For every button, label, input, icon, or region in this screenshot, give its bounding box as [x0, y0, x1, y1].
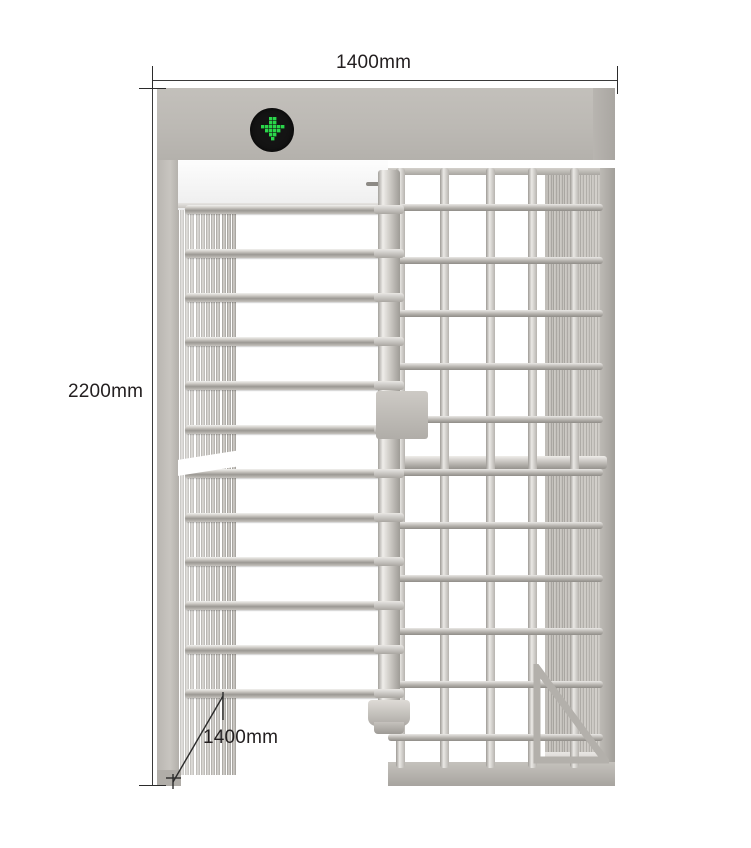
cage-horizontal-bar: [388, 363, 603, 370]
cage-frame-top: [388, 168, 615, 175]
rotor-bar: [185, 293, 390, 302]
canopy-right-face: [593, 88, 615, 160]
left-side-wall: [157, 150, 179, 786]
depth-dimension-line: [165, 690, 245, 790]
width-tick-right: [617, 66, 618, 94]
cage-vertical-post: [440, 168, 449, 768]
rotor-bar: [185, 205, 390, 214]
passage-ceiling: [178, 160, 388, 210]
rotor-collar: [374, 601, 404, 610]
cage-frame-right: [600, 168, 615, 786]
rotor-bar: [185, 469, 390, 478]
depth-dimension-label: 1400mm: [203, 727, 279, 748]
width-dimension-line: [152, 80, 618, 81]
height-dimension-label: 2200mm: [68, 381, 144, 402]
height-dimension-line: [152, 88, 153, 786]
rotor-bar: [185, 557, 390, 566]
rotor-center-post: [378, 170, 400, 730]
width-dimension-label: 1400mm: [336, 52, 412, 73]
cage-horizontal-bar: [388, 416, 603, 423]
cage-horizontal-bar: [388, 204, 603, 211]
height-tick-top: [139, 88, 166, 89]
rotor-collar: [374, 689, 404, 698]
height-tick-bottom: [139, 785, 166, 786]
rotor-collar: [374, 645, 404, 654]
rfid-reader-bracket: [376, 391, 428, 439]
rotor-bar: [185, 645, 390, 654]
corner-brace: [533, 664, 609, 764]
cage-horizontal-bar: [388, 734, 603, 741]
cage-horizontal-bar: [388, 628, 603, 635]
rotor-base-hub: [368, 700, 410, 726]
rotor-collar: [374, 249, 404, 258]
rotor-bar: [185, 689, 390, 698]
rotor-bar: [185, 381, 390, 390]
rotor-collar: [374, 557, 404, 566]
cage-horizontal-bar: [388, 522, 603, 529]
rotor-bar: [185, 425, 390, 434]
width-tick-left: [152, 66, 153, 94]
rotor-bar: [185, 601, 390, 610]
rotor-collar: [374, 337, 404, 346]
rotor-collar: [374, 205, 404, 214]
rotor-foot: [374, 722, 404, 734]
rotor-bar: [185, 249, 390, 258]
rotor-collar: [374, 381, 404, 390]
led-indicator-housing: [250, 108, 294, 152]
cage-vertical-post: [570, 168, 579, 768]
cage-horizontal-bar: [388, 469, 603, 476]
cage-horizontal-bar: [388, 575, 603, 582]
rotor-bar: [185, 337, 390, 346]
cage-vertical-post: [486, 168, 495, 768]
cage-horizontal-bar: [388, 310, 603, 317]
led-down-arrow-icon: [261, 117, 285, 141]
top-canopy: [157, 88, 615, 160]
cage-vertical-post: [528, 168, 537, 768]
rotor-bar: [185, 513, 390, 522]
rotor-collar: [374, 293, 404, 302]
rotor-collar: [374, 513, 404, 522]
rotor-collar: [374, 469, 404, 478]
cage-vertical-post: [396, 168, 405, 768]
left-rotor-wing: [185, 205, 390, 725]
cage-horizontal-bar: [388, 681, 603, 688]
cage-horizontal-bar: [388, 257, 603, 264]
right-cage-assembly: [382, 168, 615, 786]
